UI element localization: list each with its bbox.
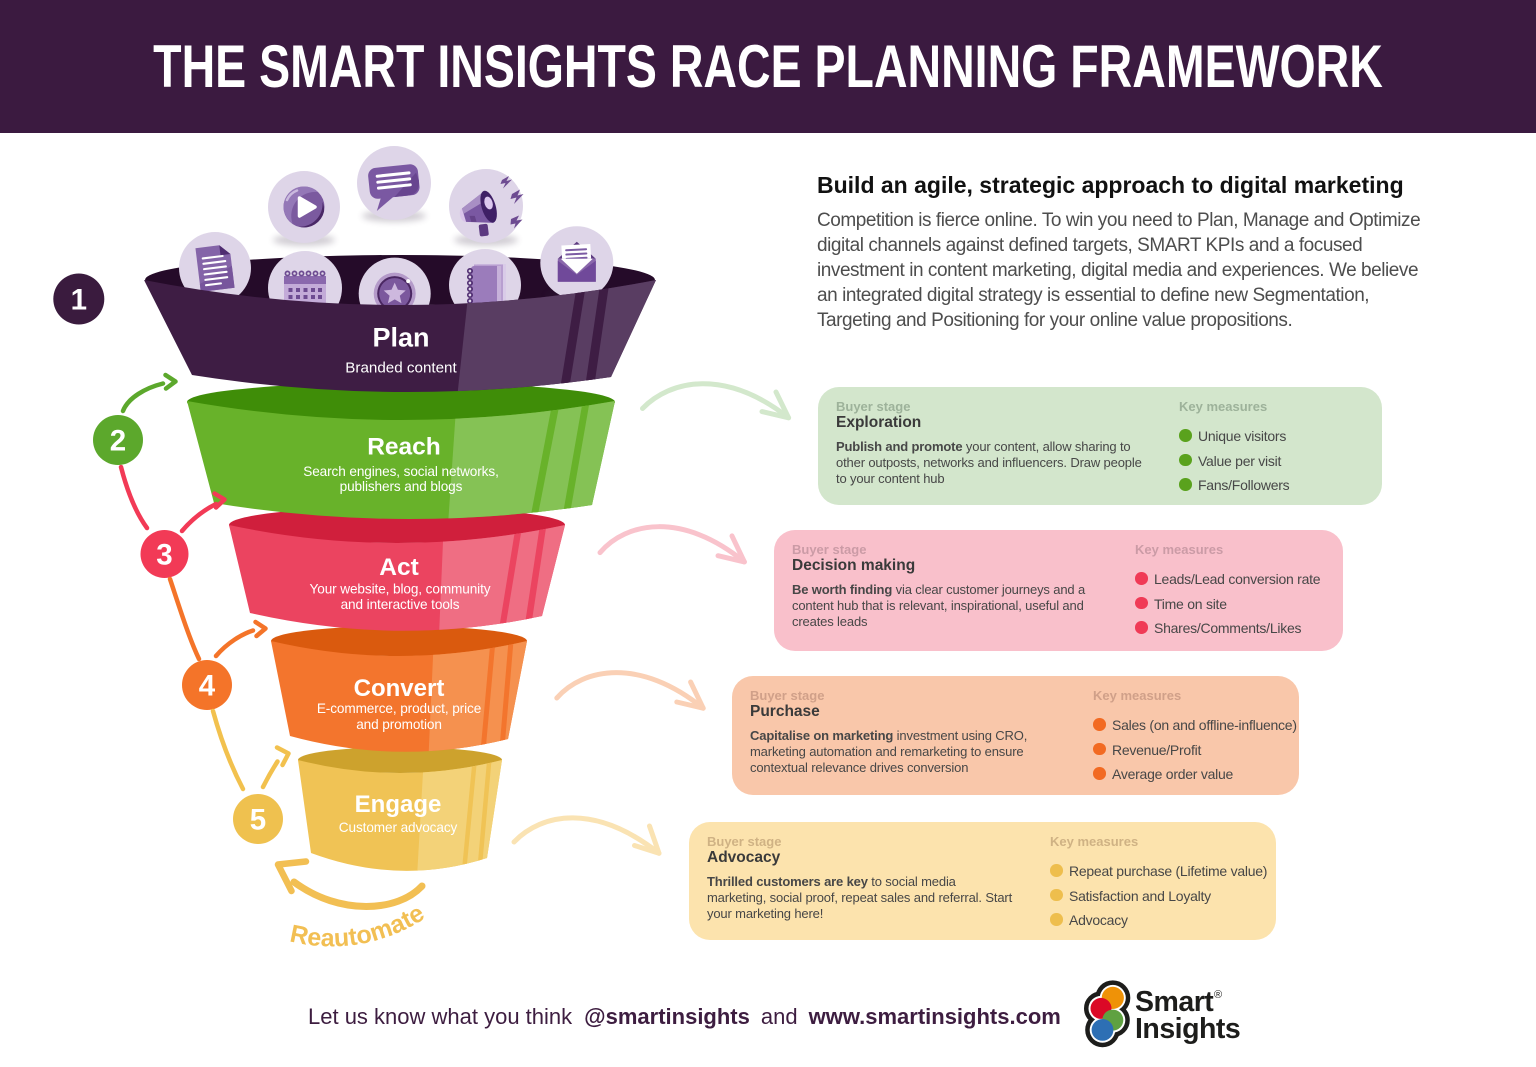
svg-text:Engage: Engage <box>355 791 442 818</box>
svg-text:Insights: Insights <box>1135 1013 1240 1045</box>
svg-text:1: 1 <box>71 284 87 317</box>
svg-text:Convert: Convert <box>354 675 445 702</box>
svg-text:Search engines, social network: Search engines, social networks, <box>303 464 499 479</box>
svg-text:Branded content: Branded content <box>345 359 457 376</box>
svg-text:Act: Act <box>379 554 418 581</box>
svg-text:2: 2 <box>110 425 126 458</box>
svg-text:4: 4 <box>199 670 216 703</box>
svg-text:3: 3 <box>156 539 172 572</box>
svg-text:E-commerce, product, price: E-commerce, product, price <box>317 701 481 716</box>
svg-text:and promotion: and promotion <box>356 717 442 732</box>
svg-text:®: ® <box>1214 989 1222 1001</box>
svg-text:5: 5 <box>250 804 266 837</box>
svg-text:Customer advocacy: Customer advocacy <box>339 820 458 835</box>
svg-text:publishers and blogs: publishers and blogs <box>340 479 463 494</box>
svg-text:Your website, blog, community: Your website, blog, community <box>310 582 491 597</box>
svg-text:Reach: Reach <box>367 434 441 461</box>
svg-text:and interactive tools: and interactive tools <box>341 597 460 612</box>
svg-text:Smart: Smart <box>1135 986 1214 1018</box>
svg-text:Plan: Plan <box>372 323 429 353</box>
